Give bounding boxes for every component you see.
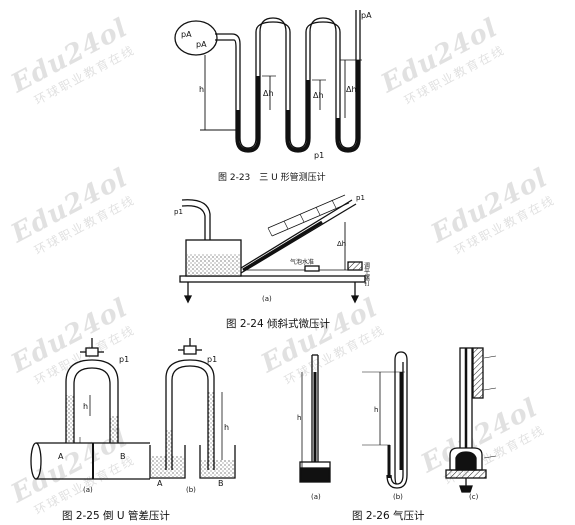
figure-2-23	[174, 10, 362, 153]
sub-label-a: (a)	[83, 486, 93, 494]
figure-2-26-a	[299, 354, 331, 483]
label-p1: p1	[356, 194, 365, 202]
label-b: B	[120, 452, 126, 461]
label-h: h	[83, 402, 88, 411]
figure-2-25-b	[149, 338, 236, 479]
leveling-screw-label: 调平螺钉	[363, 261, 370, 287]
caption-figure-2-23: 图 2-23 三 U 形管测压计	[218, 173, 326, 183]
label-pa: pA	[196, 40, 207, 49]
figure-2-23-labels: pA pA h Δh Δh Δh p1 pA	[181, 11, 372, 160]
caption-figure-2-24: 图 2-24 倾斜式微压计	[226, 318, 331, 330]
figure-2-26-c	[445, 347, 497, 493]
label-h: h	[374, 406, 378, 414]
label-pa: pA	[361, 11, 372, 20]
label-a: A	[157, 479, 163, 488]
figure-2-25-a	[30, 338, 150, 480]
label-h: h	[297, 414, 301, 422]
label-h: h	[199, 85, 204, 94]
figure-2-26-b	[362, 351, 408, 489]
figure-2-24-labels: p1 p1 Δh 气泡水准 调平螺钉 (a)	[174, 194, 370, 303]
sub-label-b: (b)	[393, 493, 403, 501]
label-a: A	[58, 452, 64, 461]
label-p1: p1	[207, 355, 217, 364]
figure-2-24	[179, 194, 366, 304]
pressure-vessel	[174, 20, 218, 56]
figure-2-25-labels: A B h p1 A B h p1 (a) (b)	[58, 355, 229, 494]
label-pa: pA	[181, 30, 192, 39]
label-h: h	[224, 423, 229, 432]
sub-label-a: (a)	[311, 493, 321, 501]
label-dh: Δh	[313, 91, 324, 100]
label-dh: Δh	[263, 89, 274, 98]
label-p1: p1	[314, 151, 324, 160]
sub-label-b: (b)	[186, 486, 196, 494]
label-dh: Δh	[337, 240, 346, 248]
bubble-level-label: 气泡水准	[290, 258, 314, 266]
sub-label-a: (a)	[262, 295, 272, 303]
sub-label-c: (c)	[469, 493, 479, 501]
label-p: p1	[174, 208, 183, 216]
label-b: B	[218, 479, 224, 488]
figure-2-26-labels: h h (a) (b) (c)	[297, 406, 479, 501]
caption-figure-2-26: 图 2-26 气压计	[352, 510, 425, 522]
caption-figure-2-25: 图 2-25 倒 U 管差压计	[62, 510, 170, 522]
label-dh: Δh	[346, 85, 357, 94]
label-p1: p1	[119, 355, 129, 364]
